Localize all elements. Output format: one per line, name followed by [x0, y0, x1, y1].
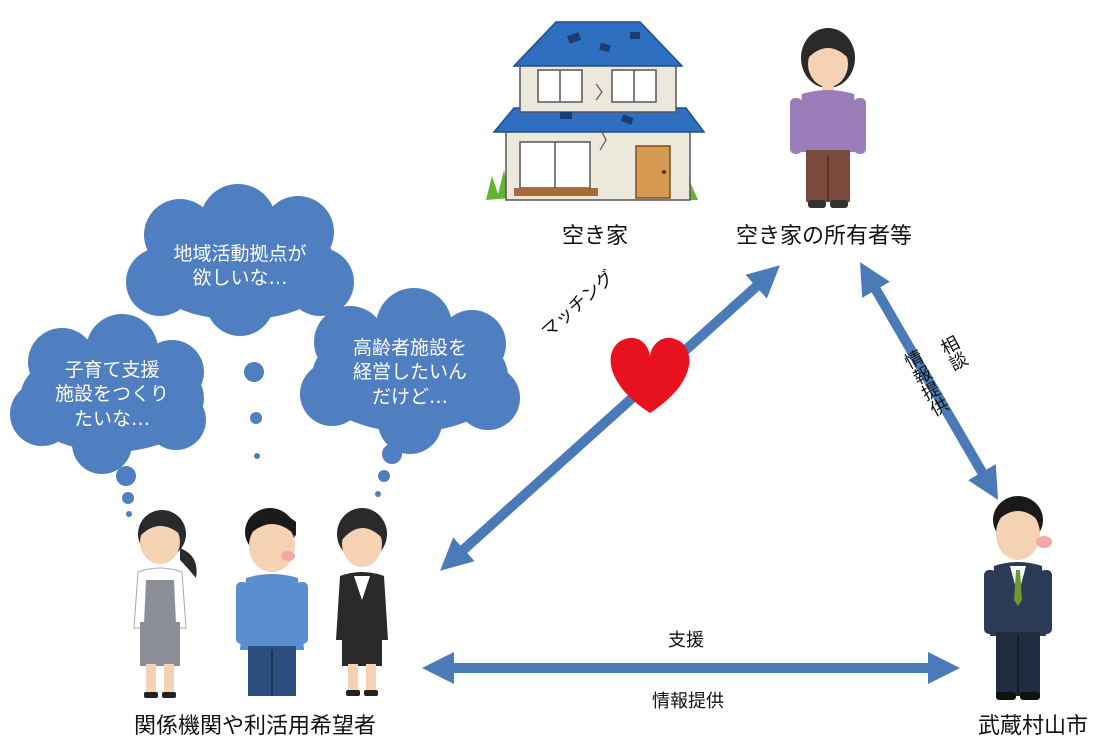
bubble-top-line-1: 地域活動拠点が: [173, 243, 307, 265]
bubble-left-text: 子育て支援 施設をつくり たいな…: [30, 358, 194, 431]
owner-city-arrow: [859, 262, 999, 500]
matching-arrow: [440, 265, 780, 571]
bubble-top-line-2: 欲しいな…: [192, 267, 288, 290]
vacant-house-label: 空き家: [562, 224, 629, 249]
support-label: 支援: [668, 630, 704, 651]
bubble-top-text: 地域活動拠点が 欲しいな…: [158, 242, 322, 291]
thought-bubble-left: [10, 314, 206, 474]
city-official-illustration: [984, 496, 1052, 700]
heart-icon: [610, 337, 690, 413]
organizations-illustration: [133, 508, 388, 698]
bubble-left-line-2: 施設をつくり: [54, 383, 169, 406]
bubble-right-text: 高齢者施設を 経営したいん だけど…: [328, 336, 492, 409]
thought-bubble-top: [126, 184, 354, 336]
owner-illustration: [790, 28, 866, 208]
vacant-house-illustration: [486, 21, 706, 201]
owner-label: 空き家の所有者等: [736, 224, 913, 249]
city-label: 武蔵村山市: [978, 714, 1089, 739]
bubble-right-line-2: 経営したいん: [352, 361, 467, 384]
bubble-left-line-1: 子育て支援: [64, 359, 160, 381]
info-provision-label-bottom: 情報提供: [652, 691, 724, 712]
bubble-right-line-3: だけど…: [371, 385, 448, 408]
bubble-left-line-3: たいな…: [73, 407, 150, 430]
bubble-right-line-1: 高齢者施設を: [352, 337, 467, 359]
organizations-label: 関係機関や利活用希望者: [134, 714, 377, 739]
thought-bubble-right: [300, 288, 520, 454]
thought-dots: [116, 362, 402, 517]
